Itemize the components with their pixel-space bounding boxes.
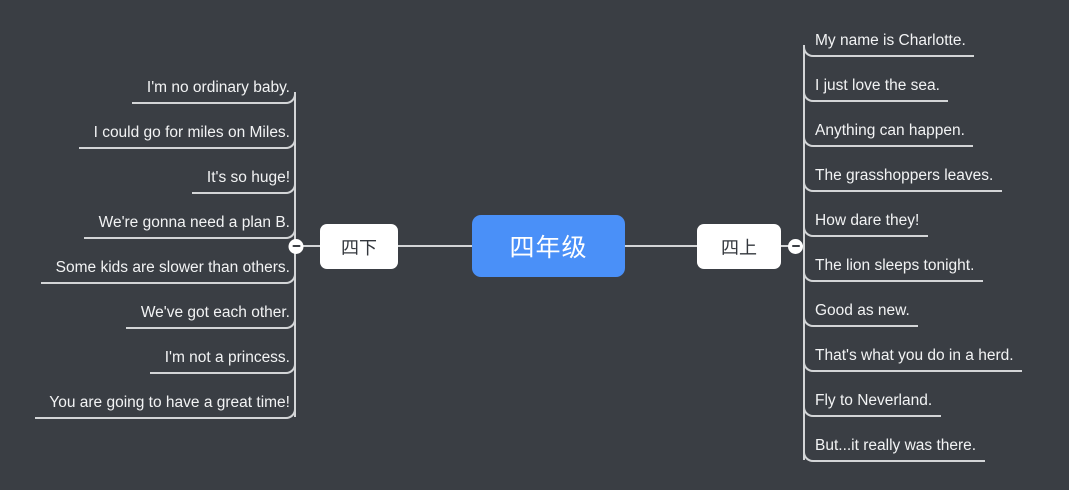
leaf-underline bbox=[41, 282, 284, 284]
leaf-node-label: It's so huge! bbox=[206, 169, 290, 186]
leaf-node-label: You are going to have a great time! bbox=[49, 394, 290, 411]
leaf-node[interactable]: I could go for miles on Miles. bbox=[94, 123, 290, 153]
leaf-node-label: Anything can happen. bbox=[815, 122, 965, 139]
leaf-node[interactable]: How dare they! bbox=[815, 211, 919, 241]
connector-leftspine-node bbox=[296, 245, 320, 247]
minus-glyph-left bbox=[292, 245, 300, 247]
branch-spine-left bbox=[294, 92, 296, 417]
leaf-node-label: I just love the sea. bbox=[815, 77, 940, 94]
leaf-underline bbox=[35, 417, 284, 419]
leaf-node-label: I'm not a princess. bbox=[164, 349, 290, 366]
leaf-underline bbox=[815, 460, 985, 462]
leaf-node-label: Good as new. bbox=[815, 302, 910, 319]
leaf-underline bbox=[815, 370, 1022, 372]
branch-node-right-label: 四上 bbox=[721, 237, 757, 258]
leaf-node-label: How dare they! bbox=[815, 212, 920, 229]
branch-spine-right bbox=[803, 45, 805, 460]
connector-left-root bbox=[398, 245, 472, 247]
leaf-node-label: But...it really was there. bbox=[815, 437, 977, 454]
leaf-node[interactable]: It's so huge! bbox=[207, 168, 290, 198]
leaf-underline bbox=[84, 237, 284, 239]
connector-root-right bbox=[625, 245, 697, 247]
leaf-underline bbox=[815, 55, 974, 57]
leaf-underline bbox=[815, 235, 928, 237]
leaf-node-label: My name is Charlotte. bbox=[815, 32, 966, 49]
leaf-node-label: We've got each other. bbox=[140, 304, 290, 321]
leaf-node-label: Fly to Neverland. bbox=[815, 392, 933, 409]
branch-node-right[interactable]: 四上 bbox=[697, 224, 781, 269]
leaf-node[interactable]: I just love the sea. bbox=[815, 76, 940, 106]
minus-circle-icon-right[interactable] bbox=[788, 238, 803, 254]
leaf-node[interactable]: Anything can happen. bbox=[815, 121, 965, 151]
leaf-underline bbox=[815, 145, 973, 147]
root-node-label: 四年级 bbox=[509, 234, 588, 262]
minus-circle-icon-left[interactable] bbox=[288, 238, 304, 254]
leaf-underline bbox=[126, 327, 284, 329]
leaf-underline bbox=[192, 192, 284, 194]
leaf-underline bbox=[132, 102, 284, 104]
leaf-underline bbox=[79, 147, 284, 149]
leaf-node[interactable]: But...it really was there. bbox=[815, 436, 976, 466]
leaf-node[interactable]: You are going to have a great time! bbox=[49, 393, 290, 423]
branch-node-left[interactable]: 四下 bbox=[320, 224, 398, 269]
leaf-node[interactable]: My name is Charlotte. bbox=[815, 31, 966, 61]
leaf-node[interactable]: We're gonna need a plan B. bbox=[99, 213, 290, 243]
leaf-node-label: Some kids are slower than others. bbox=[55, 259, 290, 276]
leaf-node-label: I'm no ordinary baby. bbox=[146, 79, 290, 96]
leaf-node[interactable]: Good as new. bbox=[815, 301, 910, 331]
leaf-underline bbox=[815, 100, 948, 102]
leaf-node[interactable]: We've got each other. bbox=[141, 303, 290, 333]
leaf-node-label: We're gonna need a plan B. bbox=[98, 214, 290, 231]
leaf-node[interactable]: I'm no ordinary baby. bbox=[147, 78, 290, 108]
leaf-node[interactable]: Fly to Neverland. bbox=[815, 391, 932, 421]
leaf-node-label: The lion sleeps tonight. bbox=[815, 257, 975, 274]
leaf-node[interactable]: That's what you do in a herd. bbox=[815, 346, 1014, 376]
leaf-underline bbox=[815, 325, 918, 327]
leaf-node-label: The grasshoppers leaves. bbox=[815, 167, 994, 184]
minus-glyph-right bbox=[791, 245, 800, 247]
leaf-node-label: That's what you do in a herd. bbox=[815, 347, 1014, 364]
leaf-node[interactable]: The grasshoppers leaves. bbox=[815, 166, 993, 196]
root-node[interactable]: 四年级 bbox=[472, 215, 625, 277]
leaf-underline bbox=[815, 415, 941, 417]
leaf-underline bbox=[815, 190, 1002, 192]
leaf-node[interactable]: I'm not a princess. bbox=[165, 348, 290, 378]
leaf-node[interactable]: Some kids are slower than others. bbox=[56, 258, 290, 288]
leaf-node[interactable]: The lion sleeps tonight. bbox=[815, 256, 974, 286]
leaf-node-label: I could go for miles on Miles. bbox=[93, 124, 290, 141]
leaf-underline bbox=[815, 280, 983, 282]
leaf-underline bbox=[150, 372, 284, 374]
branch-node-left-label: 四下 bbox=[341, 237, 377, 258]
